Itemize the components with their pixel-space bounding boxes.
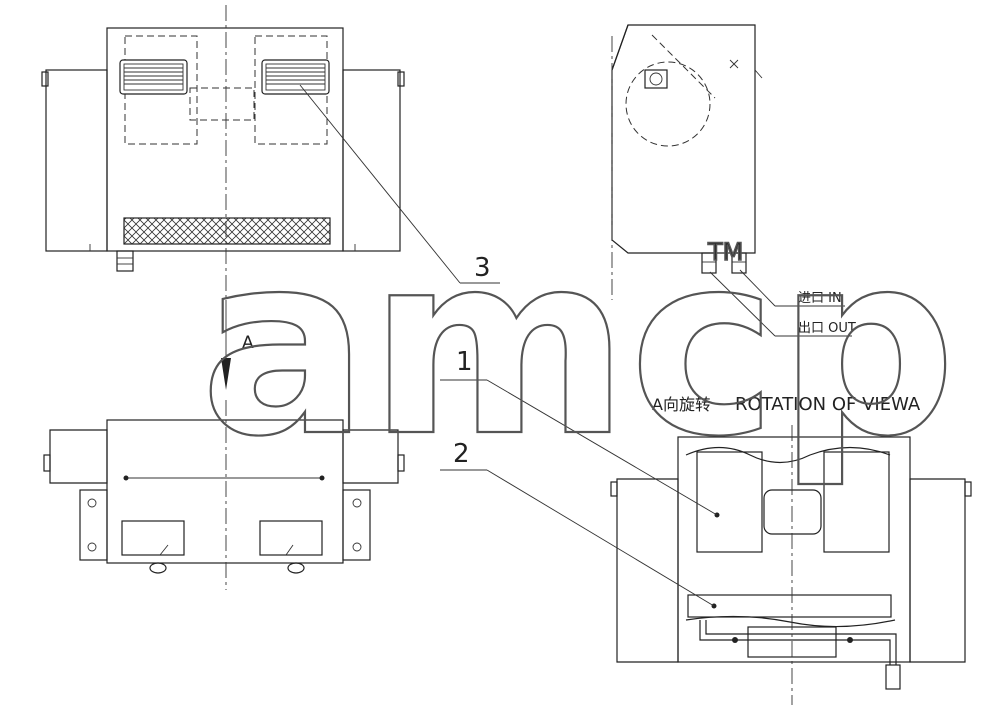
view-arrow-a (221, 358, 231, 390)
view-title-en: ROTATION OF VIEWA (735, 394, 921, 415)
outlet-label: 出口 OUT (798, 321, 856, 336)
inlet-label: 进口 IN (798, 291, 842, 306)
callout-3: 3 (474, 253, 491, 283)
front-vent-left (119, 59, 188, 95)
watermark-logo: amcp (200, 200, 956, 491)
front-vent-right (261, 59, 330, 95)
front-filter (123, 217, 331, 245)
side-view (611, 24, 852, 337)
watermark-trademark: TM (707, 238, 743, 266)
front-view (41, 5, 405, 300)
rotated-view-a (610, 425, 972, 705)
view-arrow-label: A (242, 333, 254, 353)
view-title-cn: A向旋转 (652, 395, 711, 414)
plan-view (43, 300, 405, 590)
callout-leaders (299, 84, 718, 607)
callout-2: 2 (453, 439, 470, 469)
callout-1: 1 (456, 347, 473, 377)
